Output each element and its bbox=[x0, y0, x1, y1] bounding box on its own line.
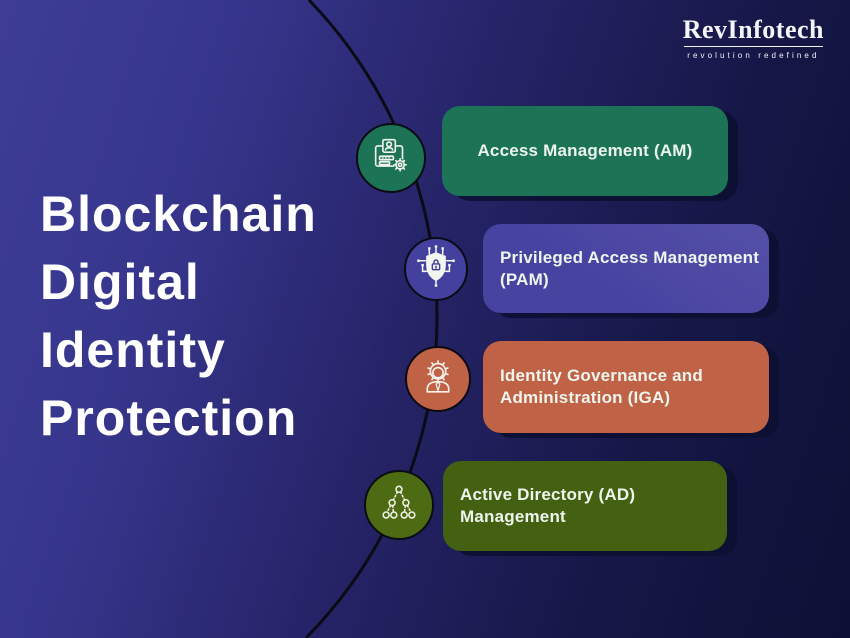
logo-tagline: revolution redefined bbox=[687, 51, 820, 60]
active-directory-badge bbox=[364, 470, 434, 540]
card-active-directory: Active Directory (AD) Management bbox=[443, 461, 727, 551]
title-line: Blockchain bbox=[40, 186, 317, 242]
org-tree-icon bbox=[376, 480, 422, 531]
logo-wordmark: RevInfotech bbox=[682, 15, 824, 44]
card-label: Access Management (AM) bbox=[477, 141, 693, 161]
logo: RevInfotech revolution redefined bbox=[682, 15, 824, 61]
privileged-access-badge bbox=[404, 237, 468, 301]
access-management-badge bbox=[356, 123, 426, 193]
card-access-management: Access Management (AM) bbox=[442, 106, 728, 196]
logo-underline bbox=[683, 46, 823, 47]
card-label: Identity Governance and bbox=[500, 366, 703, 386]
card-label: (PAM) bbox=[500, 269, 549, 289]
card-label: Administration (IGA) bbox=[500, 388, 671, 407]
card-identity-governance: Identity Governance and Administration (… bbox=[483, 341, 769, 433]
person-gear-icon bbox=[415, 354, 461, 405]
shield-lock-circuit-icon bbox=[413, 244, 459, 295]
id-card-gear-icon bbox=[368, 133, 414, 184]
title-line: Identity bbox=[40, 322, 226, 378]
card-label: Privileged Access Management bbox=[500, 247, 760, 267]
title-line: Digital bbox=[40, 254, 200, 310]
title-line: Protection bbox=[40, 390, 298, 446]
card-privileged-access-management: Privileged Access Management (PAM) bbox=[483, 224, 769, 313]
card-label: Active Directory (AD) bbox=[460, 485, 636, 505]
card-label: Management bbox=[460, 507, 566, 526]
page-title: Blockchain Digital Identity Protection bbox=[40, 180, 317, 452]
identity-governance-badge bbox=[405, 346, 471, 412]
